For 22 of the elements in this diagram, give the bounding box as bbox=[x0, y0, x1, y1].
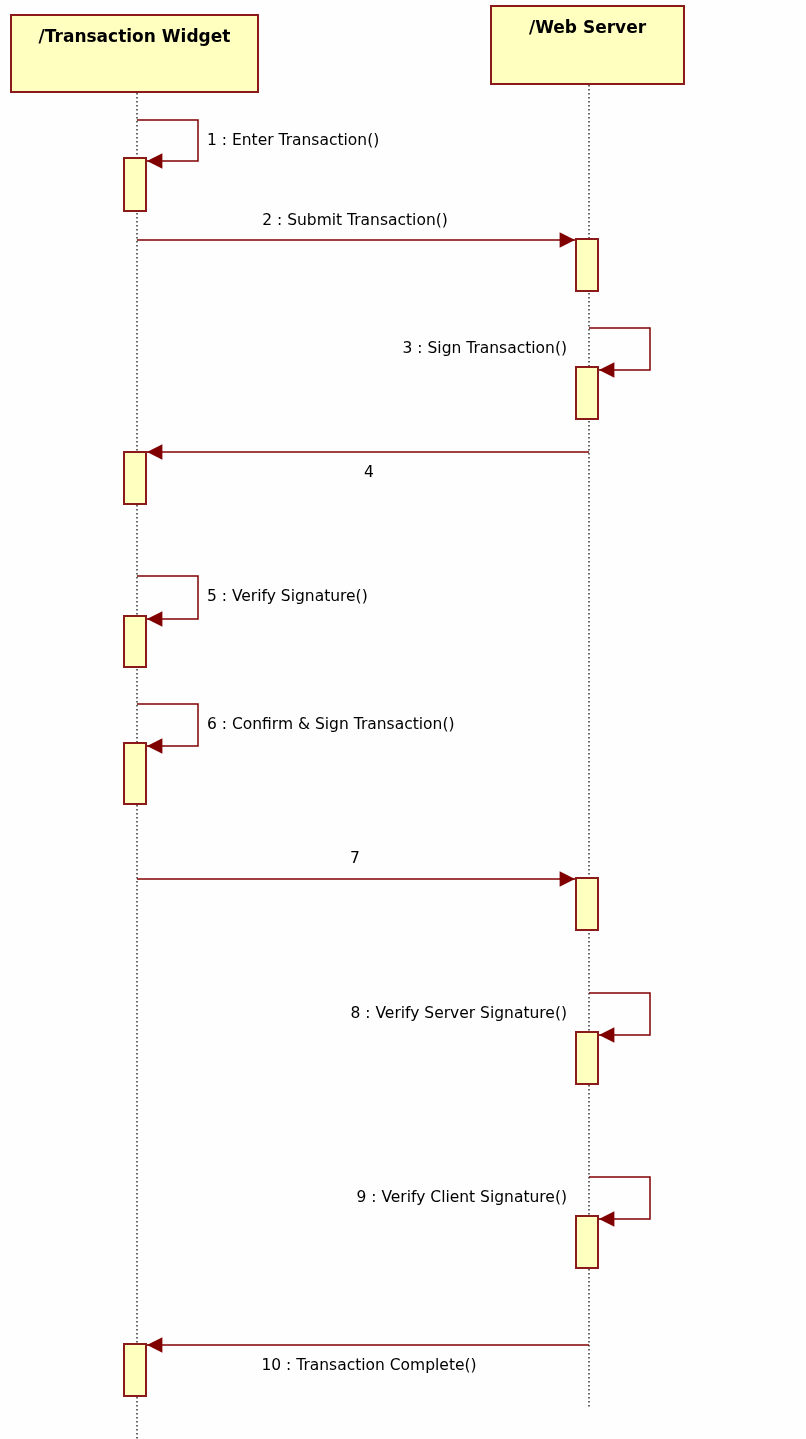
activation-bar bbox=[123, 1343, 147, 1397]
activation-bar bbox=[575, 366, 599, 420]
activation-bar bbox=[575, 238, 599, 292]
message-label: 3 : Sign Transaction() bbox=[401, 339, 568, 357]
message-label: 6 : Confirm & Sign Transaction() bbox=[206, 715, 456, 733]
message-label: 10 : Transaction Complete() bbox=[260, 1356, 478, 1374]
activation-bar bbox=[123, 615, 147, 668]
message-label: 5 : Verify Signature() bbox=[206, 587, 369, 605]
activation-bar bbox=[575, 1215, 599, 1269]
message-label: 2 : Submit Transaction() bbox=[261, 211, 449, 229]
lifeline-header-box bbox=[10, 14, 259, 93]
message-label: 1 : Enter Transaction() bbox=[206, 131, 381, 149]
activation-bar bbox=[123, 157, 147, 212]
message-label: 9 : Verify Client Signature() bbox=[355, 1188, 568, 1206]
activation-bar bbox=[123, 451, 147, 505]
activation-bar bbox=[575, 877, 599, 931]
lifeline-header-box bbox=[490, 5, 685, 85]
activation-bar bbox=[123, 742, 147, 805]
message-label: 8 : Verify Server Signature() bbox=[349, 1004, 568, 1022]
activation-bar bbox=[575, 1031, 599, 1085]
lifeline-title: /Web Server bbox=[528, 17, 647, 37]
lifeline-title: /Transaction Widget bbox=[38, 26, 231, 46]
